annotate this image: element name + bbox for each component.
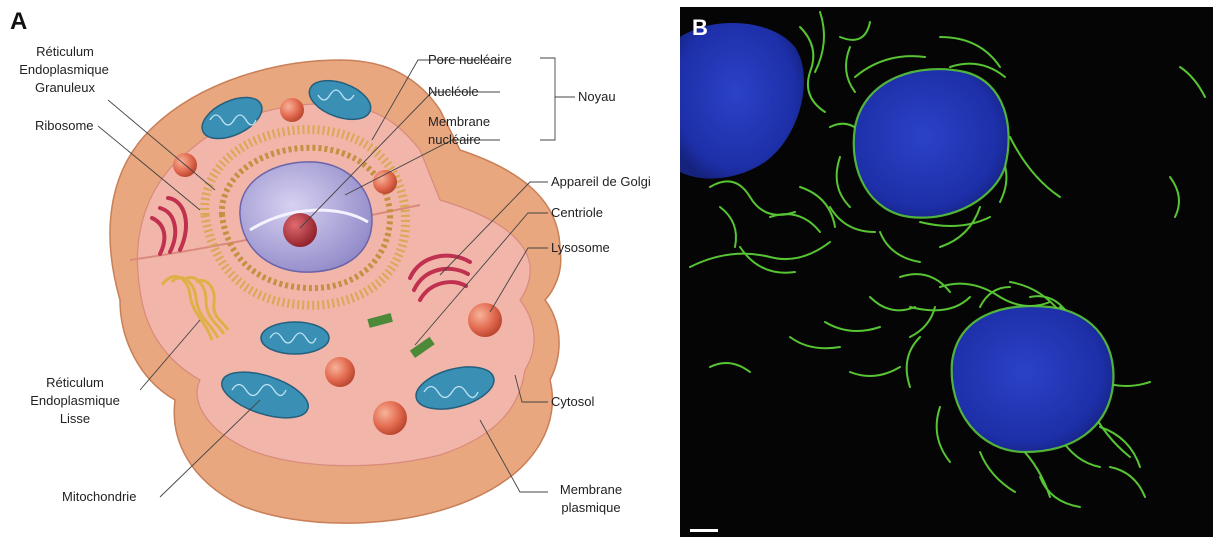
- label-noyau: Noyau: [578, 89, 616, 105]
- label-ribosome: Ribosome: [35, 118, 94, 134]
- label-reticulum-lisse-1: Réticulum: [25, 375, 125, 391]
- label-reticulum-granuleux-3: Granuleux: [20, 80, 110, 96]
- fluorescence-micrograph: [680, 7, 1213, 537]
- label-membrane-plasmique-1: Membrane: [551, 482, 631, 498]
- label-reticulum-lisse-3: Lisse: [25, 411, 125, 427]
- label-reticulum-granuleux-2: Endoplasmique: [14, 62, 114, 78]
- label-membrane-plasmique-2: plasmique: [551, 500, 631, 516]
- label-cytosol: Cytosol: [551, 394, 594, 410]
- label-appareil-golgi: Appareil de Golgi: [551, 174, 651, 190]
- label-reticulum-lisse-2: Endoplasmique: [25, 393, 125, 409]
- label-centriole: Centriole: [551, 205, 603, 221]
- nucleolus: [283, 213, 317, 247]
- label-pore-nucleaire: Pore nucléaire: [428, 52, 512, 68]
- scale-bar: [690, 529, 718, 532]
- panel-a-cell-diagram: A: [0, 0, 678, 537]
- label-lysosome: Lysosome: [551, 240, 610, 256]
- panel-b-micrograph: B: [680, 7, 1213, 537]
- panel-b-letter: B: [692, 15, 708, 41]
- label-mitochondrie: Mitochondrie: [62, 489, 136, 505]
- label-membrane-nucleaire-1: Membrane: [428, 114, 490, 130]
- label-nucleole: Nucléole: [428, 84, 479, 100]
- label-membrane-nucleaire-2: nucléaire: [428, 132, 481, 148]
- label-reticulum-granuleux-1: Réticulum: [20, 44, 110, 60]
